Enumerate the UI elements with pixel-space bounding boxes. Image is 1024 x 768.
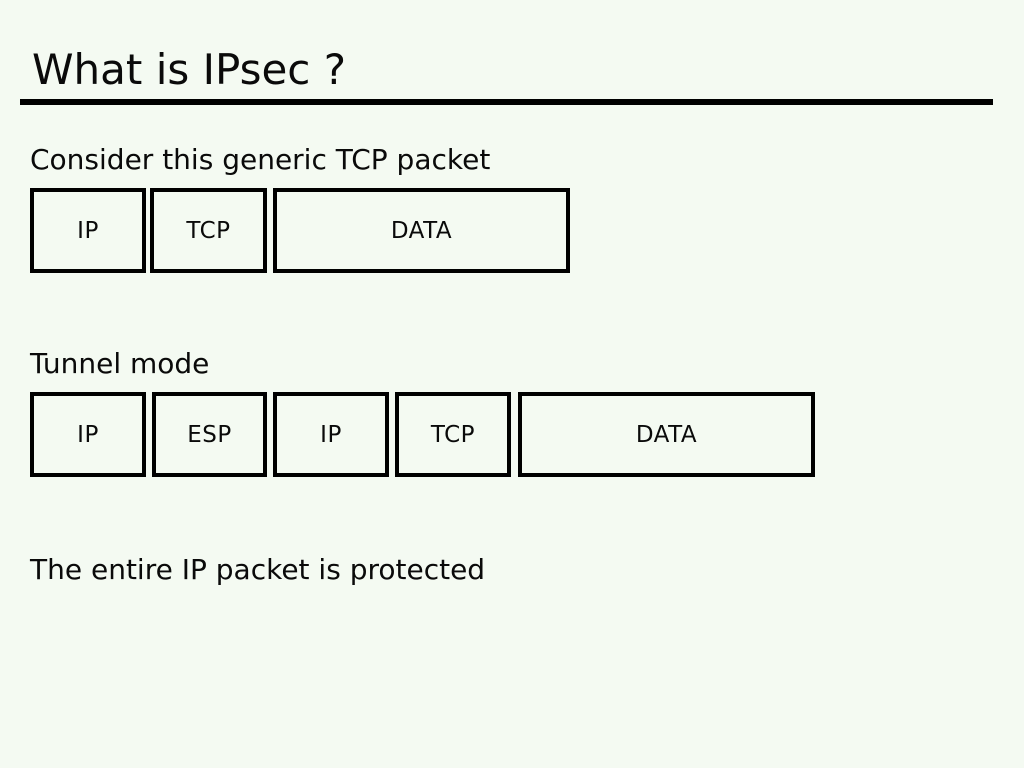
protection-note: The entire IP packet is protected [30,553,486,586]
packet-segment-label: IP [77,217,99,244]
packet-segment-ip: IP [30,188,146,273]
slide-title: What is IPsec ? [32,45,347,94]
packet-segment-label: IP [320,421,342,448]
packet-segment-tcp: TCP [150,188,267,273]
packet-segment-label: TCP [186,217,231,244]
tunnel-mode-heading: Tunnel mode [30,347,210,380]
packet-segment-label: DATA [390,217,453,244]
title-underline-rule [20,99,993,105]
packet-segment-label: TCP [430,421,476,448]
packet-segment-esp: ESP [152,392,267,477]
packet-segment-data: DATA [518,392,815,477]
packet-segment-label: DATA [635,421,698,448]
generic-packet-heading: Consider this generic TCP packet [30,143,491,176]
packet-segment-label: IP [77,421,99,448]
packet-segment-inner-ip: IP [273,392,389,477]
packet-segment-tcp: TCP [395,392,511,477]
packet-segment-data: DATA [273,188,570,273]
packet-segment-outer-ip: IP [30,392,146,477]
packet-segment-label: ESP [187,421,232,448]
